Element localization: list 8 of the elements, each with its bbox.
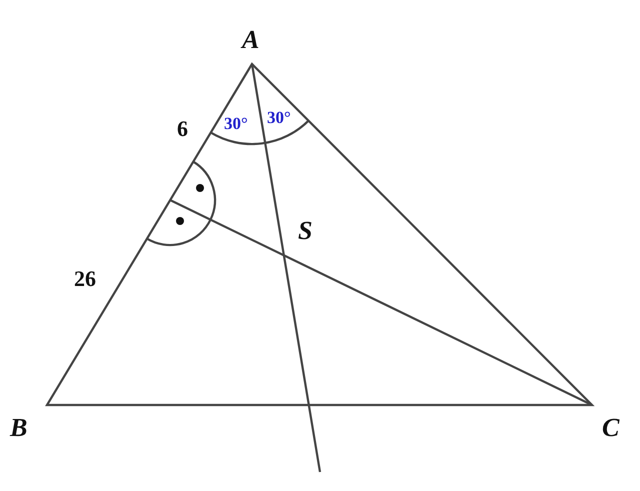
point-label: A	[242, 27, 260, 53]
angle-label: 30°	[224, 115, 248, 132]
point-label: C	[602, 415, 620, 441]
length-label: 26	[74, 268, 96, 290]
point-label: S	[298, 218, 312, 244]
length-label: 6	[177, 118, 188, 140]
angle-label: 30°	[267, 109, 291, 126]
point-label: B	[10, 415, 28, 441]
